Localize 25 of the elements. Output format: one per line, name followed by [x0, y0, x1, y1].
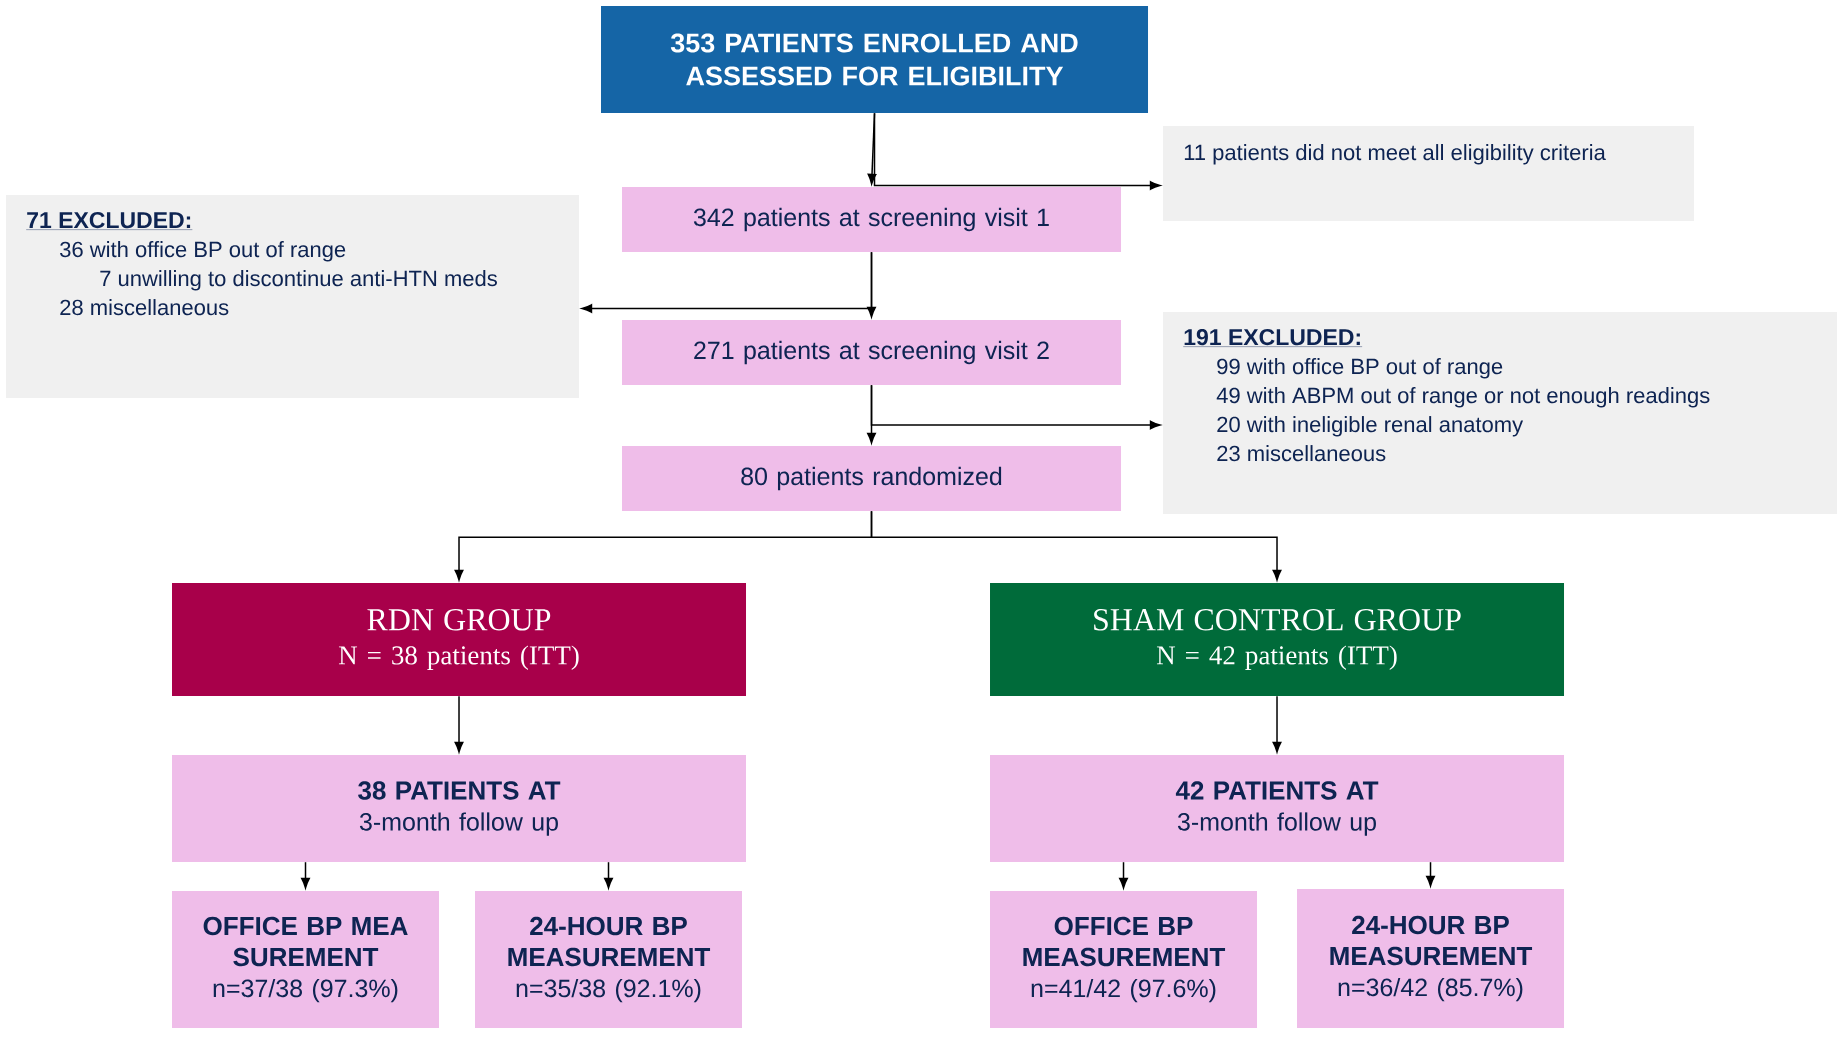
- process-box: 24-HOUR BP MEASUREMENT n=35/38 (92.1%): [475, 891, 742, 1028]
- arrow: [581, 251, 873, 313]
- arrow: [1119, 861, 1128, 889]
- exclusion-box: 71 EXCLUDED: 36 with office BP out of range 7 unwilling to discontinue anti-HTN meds 28 miscellaneous: [6, 195, 579, 398]
- process-box: 24-HOUR BP MEASUREMENT n=36/42 (85.7%): [1297, 889, 1564, 1028]
- process-box: 353 PATIENTS ENROLLED AND ASSESSED FOR ELIGIBILITY: [601, 6, 1148, 113]
- note-box: 11 patients did not meet all eligibility criteria: [1163, 126, 1694, 221]
- exclusion-box: 191 EXCLUDED: 99 with office BP out of range 49 with ABPM out of range or not enough readings 20 with ineligible renal anatomy 23 miscellaneous: [1163, 312, 1837, 514]
- process-box: OFFICE BP MEA SUREMENT n=37/38 (97.3%): [172, 891, 439, 1028]
- arrow: [873, 112, 1161, 190]
- process-box: 271 patients at screening visit 2: [622, 320, 1121, 385]
- arrow: [604, 861, 613, 889]
- process-box: 342 patients at screening visit 1: [622, 187, 1121, 252]
- process-box: 80 patients randomized: [622, 446, 1121, 511]
- group-box: SHAM CONTROL GROUP N = 42 patients (ITT): [990, 583, 1564, 696]
- process-box: 38 PATIENTS AT 3-month follow up: [172, 755, 746, 862]
- arrow: [301, 861, 310, 889]
- process-box: 42 PATIENTS AT 3-month follow up: [990, 755, 1564, 862]
- group-box: RDN GROUP N = 38 patients (ITT): [172, 583, 746, 696]
- arrow: [1272, 695, 1282, 753]
- arrow: [870, 384, 1161, 430]
- process-box: OFFICE BP MEASUREMENT n=41/42 (97.6%): [990, 891, 1257, 1028]
- arrow: [454, 695, 464, 753]
- arrow: [1426, 861, 1435, 887]
- arrow: [870, 510, 1282, 581]
